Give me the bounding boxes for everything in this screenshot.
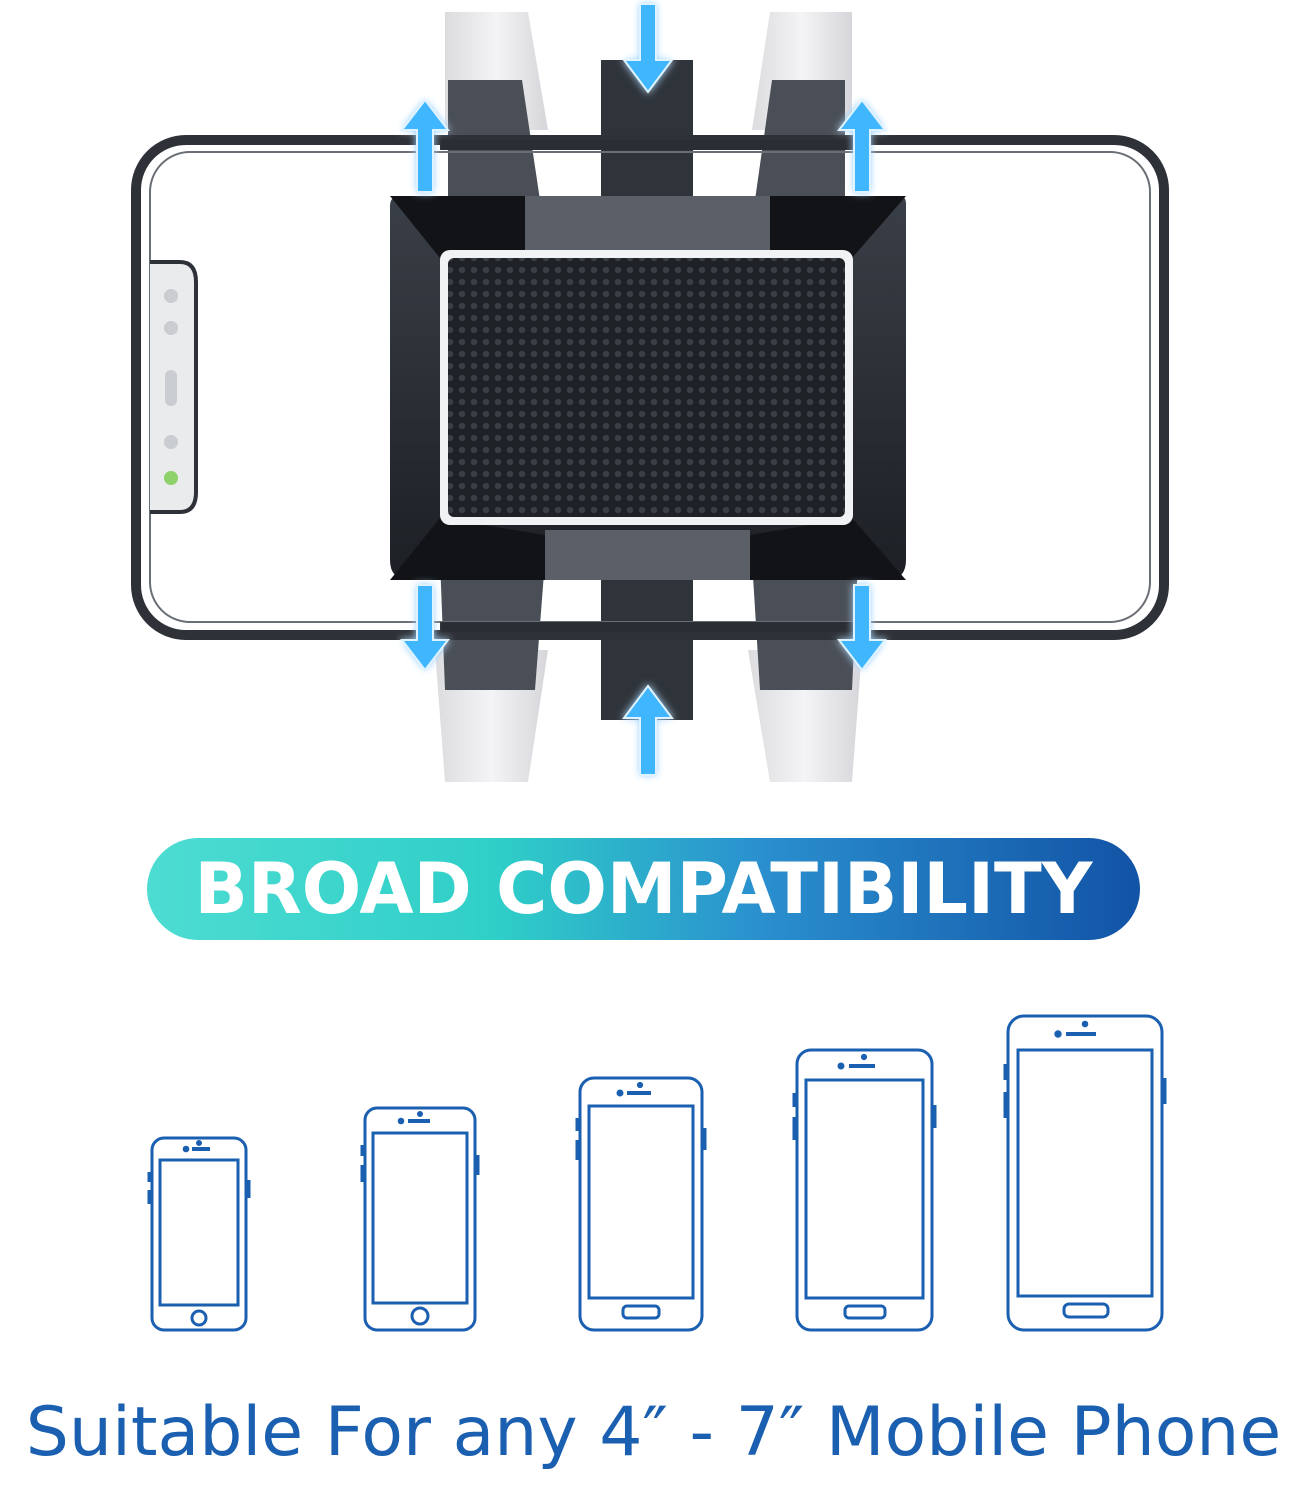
adjust-arrow-icon: [836, 98, 888, 193]
upper-left-clamp-arm: [445, 12, 548, 200]
compatibility-caption: Suitable For any 4″ - 7″ Mobile Phone: [25, 1393, 1282, 1472]
lower-left-clamp-arm: [435, 560, 548, 782]
adjust-arrow-icon: [836, 584, 888, 672]
adjust-arrow-icon: [399, 584, 451, 672]
smartphone-outline-icon: [147, 1136, 251, 1332]
smartphone-outline-icon: [575, 1076, 707, 1332]
lower-right-clamp-arm: [748, 560, 862, 782]
upper-right-clamp-arm: [752, 12, 852, 200]
banner-title: BROAD COMPATIBILITY: [194, 848, 1093, 930]
phone-sizes-row: [147, 1014, 1167, 1332]
phone-holder-illustration: [131, 3, 1169, 782]
adjust-arrow-icon: [399, 98, 451, 193]
smartphone-outline-icon: [792, 1048, 937, 1332]
smartphone-outline-icon: [360, 1106, 480, 1332]
adjust-arrow-icon: [622, 3, 674, 94]
smartphone-outline-icon: [1003, 1014, 1167, 1332]
holder-body: [390, 196, 906, 580]
adjust-arrow-icon: [622, 684, 674, 776]
compatibility-banner: BROAD COMPATIBILITY: [147, 838, 1140, 940]
